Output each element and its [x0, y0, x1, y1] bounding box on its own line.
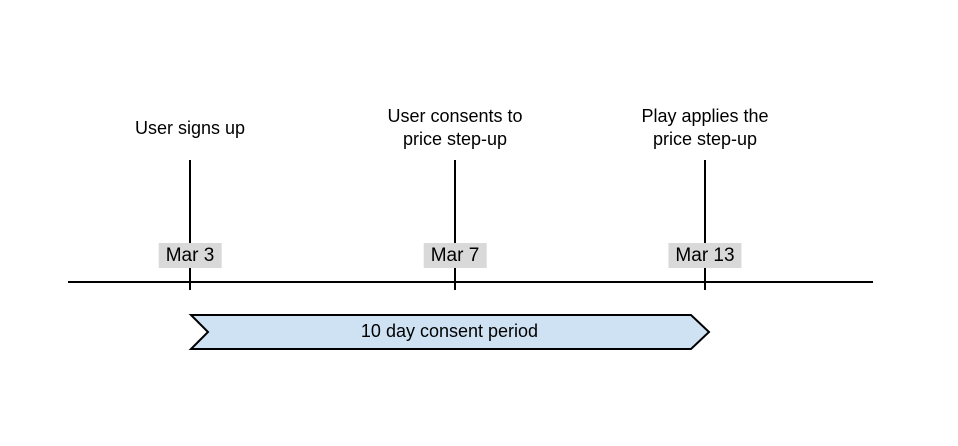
- milestone-tick: [189, 160, 191, 290]
- milestone-user-signs-up: User signs up Mar 3: [70, 0, 310, 446]
- milestone-tick: [704, 160, 706, 290]
- milestone-user-consents: User consents to price step-up Mar 7: [335, 0, 575, 446]
- milestone-title: User consents to price step-up: [387, 106, 523, 149]
- consent-period-label: 10 day consent period: [360, 321, 539, 341]
- milestone-title: Play applies the price step-up: [641, 106, 769, 149]
- milestone-date-label: Mar 3: [158, 243, 222, 268]
- milestone-play-applies: Play applies the price step-up Mar 13: [585, 0, 825, 446]
- milestone-title: User signs up: [134, 117, 246, 138]
- timeline-axis: [68, 281, 873, 283]
- milestone-date-label: Mar 13: [668, 243, 742, 268]
- milestone-date-label: Mar 7: [423, 243, 487, 268]
- milestone-tick: [454, 160, 456, 290]
